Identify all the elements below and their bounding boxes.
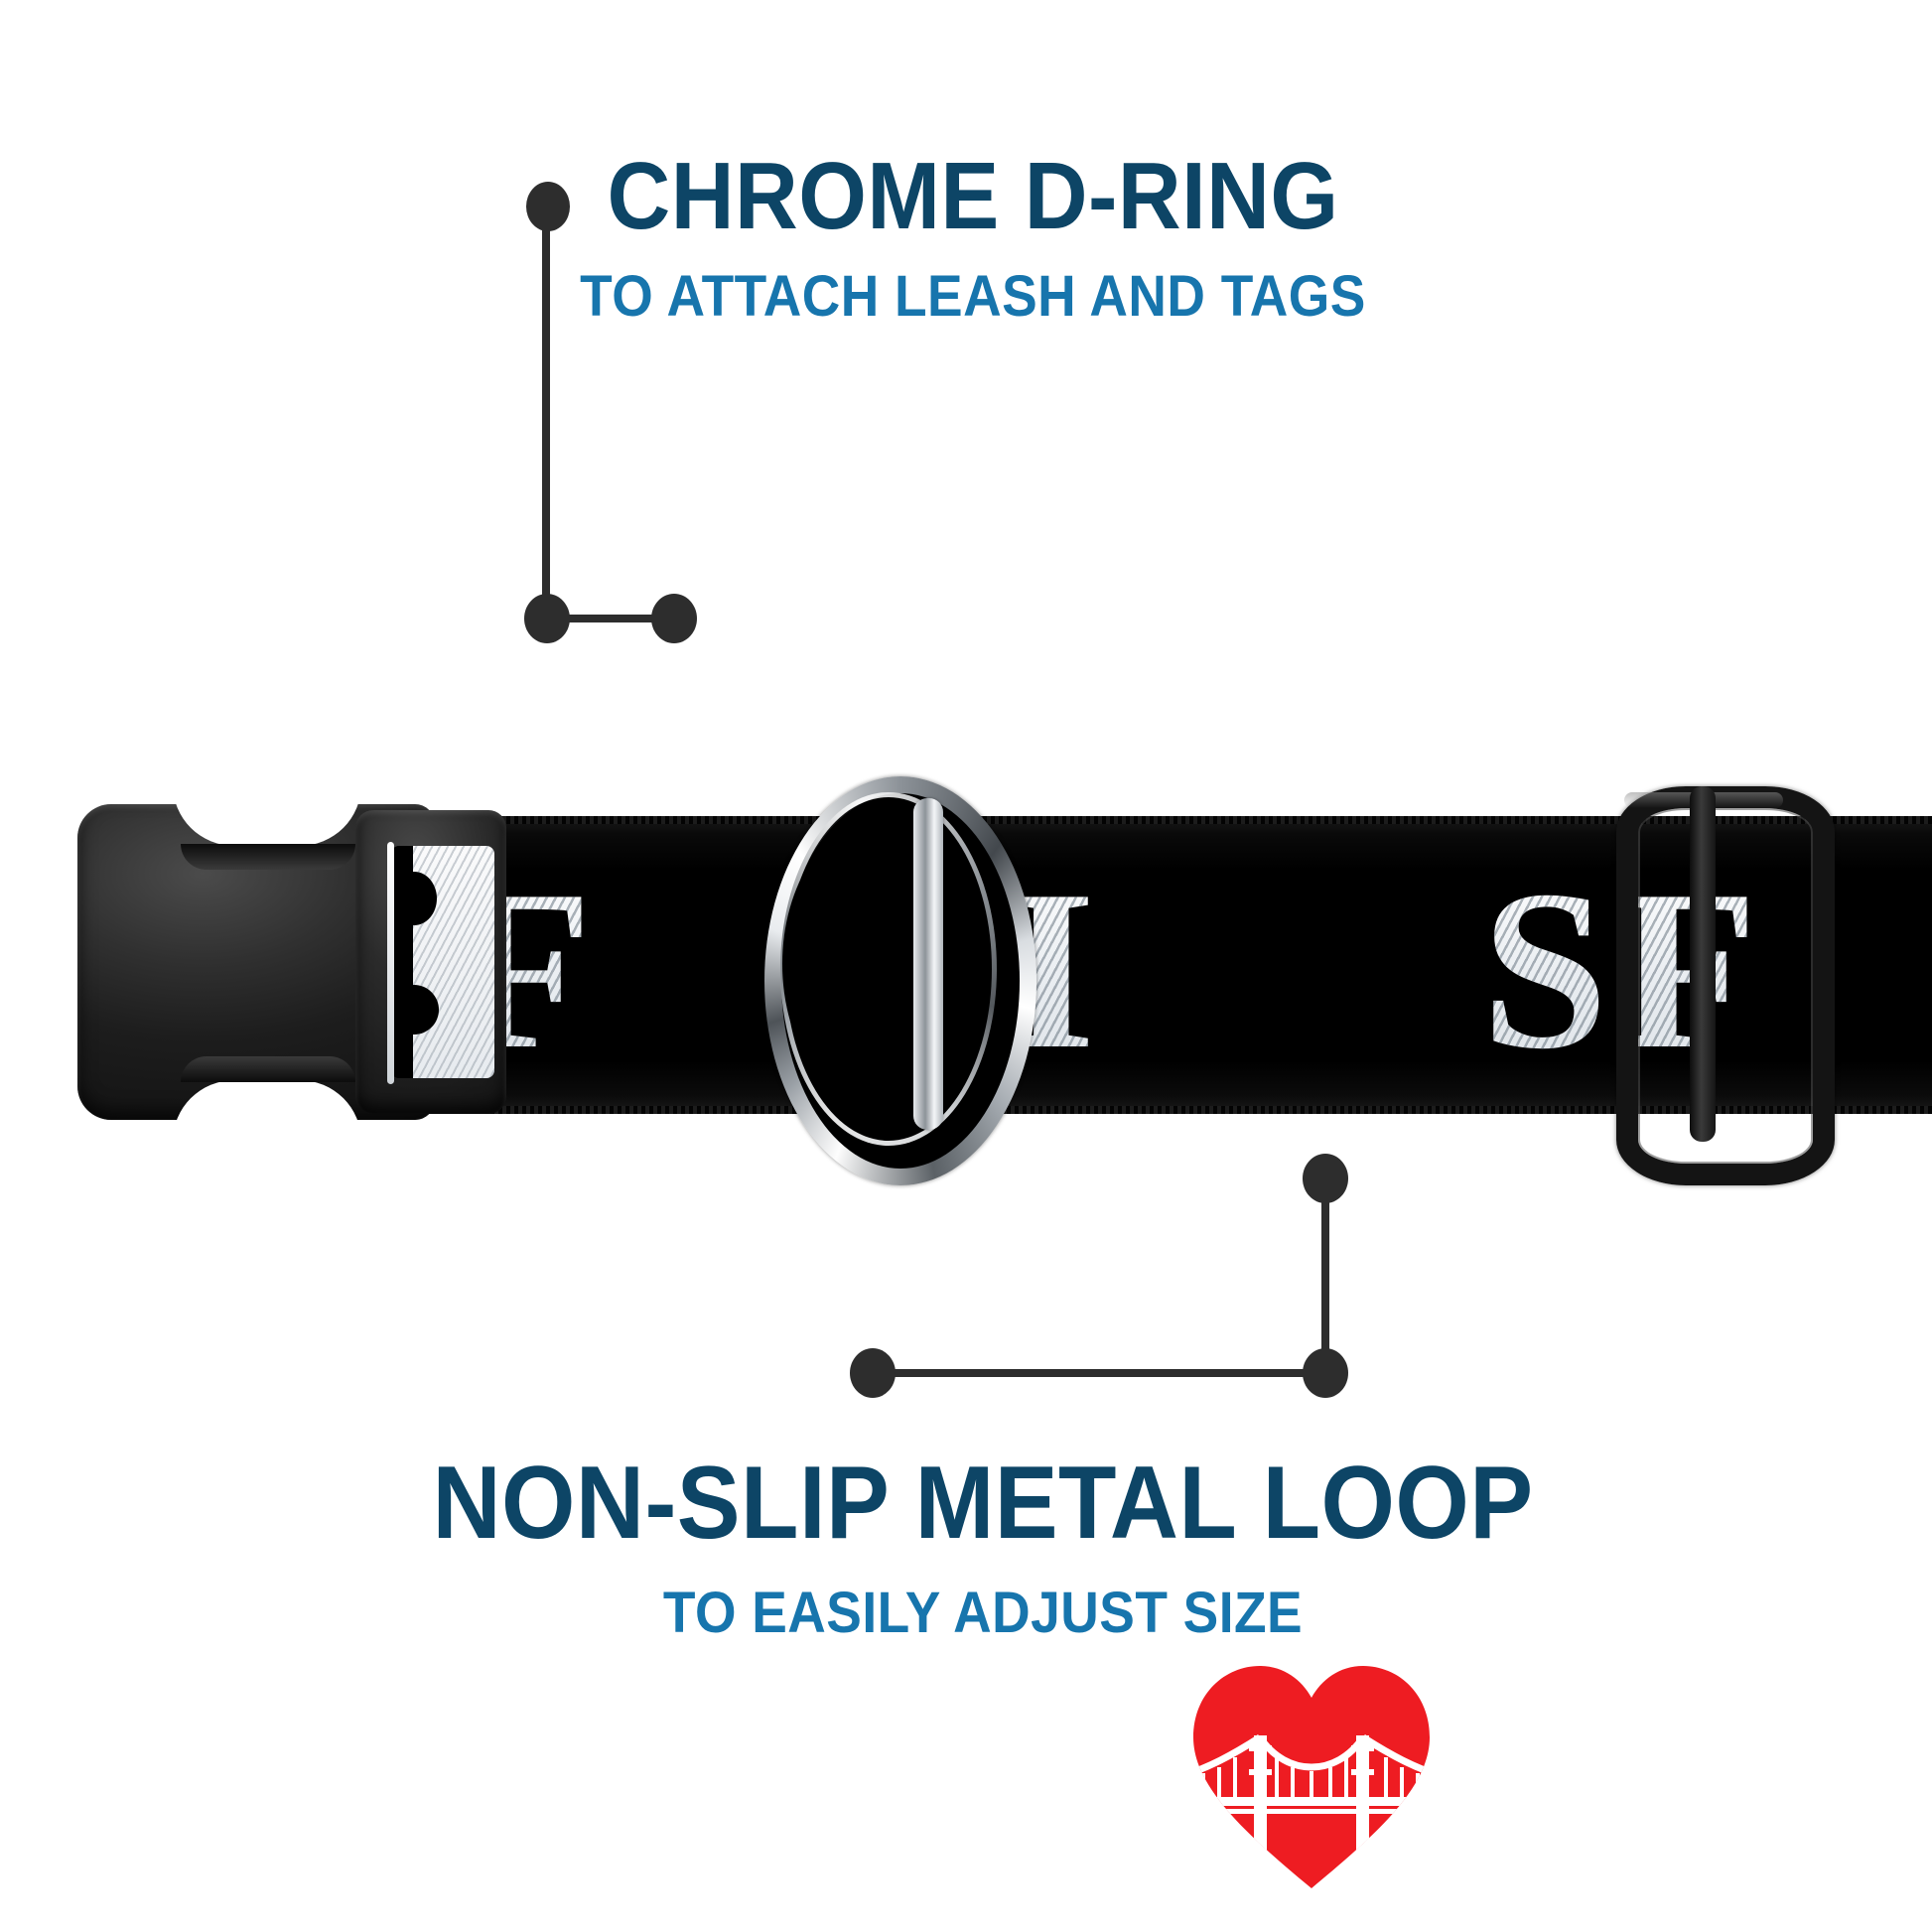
callout-bottom-title: NON-SLIP METAL LOOP (432, 1446, 1534, 1561)
d-ring-strap-overlap (782, 816, 985, 1112)
buckle-groove-top (181, 844, 355, 870)
callout-chrome-d-ring: CHROME D-RING TO ATTACH LEASH AND TAGS (427, 149, 1519, 326)
d-ring-straight-edge (913, 798, 943, 1130)
buckle-notch-bottom (173, 1080, 361, 1142)
leader-bottom-vertical (1321, 1175, 1329, 1372)
buckle-threaded-webbing (391, 846, 494, 1078)
callout-non-slip-metal-loop: NON-SLIP METAL LOOP TO EASILY ADJUST SIZ… (278, 1451, 1688, 1642)
leader-bottom-horizontal (874, 1369, 1326, 1377)
leader-top-horizontal (556, 615, 687, 622)
metal-adjustment-loop (1616, 786, 1835, 1185)
leader-bottom-target-dot (850, 1348, 896, 1398)
callout-top-subtitle: TO ATTACH LEASH AND TAGS (580, 264, 1366, 329)
leader-top-target-dot (651, 594, 697, 643)
buckle-webbing-window (391, 846, 494, 1078)
callout-bottom-subtitle: TO EASILY ADJUST SIZE (662, 1581, 1304, 1645)
loop-ring (1616, 786, 1835, 1185)
buckle-groove-bottom (181, 1056, 355, 1082)
heart-with-golden-gate-bridge-icon (1187, 1658, 1436, 1894)
buckle-edge-highlight (387, 842, 394, 1084)
chrome-d-ring (764, 776, 1020, 1169)
buckle-notch-top (173, 784, 361, 846)
callout-top-title: CHROME D-RING (607, 143, 1339, 249)
leader-top-vertical (542, 204, 550, 619)
side-release-buckle (77, 784, 506, 1142)
loop-center-bar (1690, 786, 1716, 1142)
